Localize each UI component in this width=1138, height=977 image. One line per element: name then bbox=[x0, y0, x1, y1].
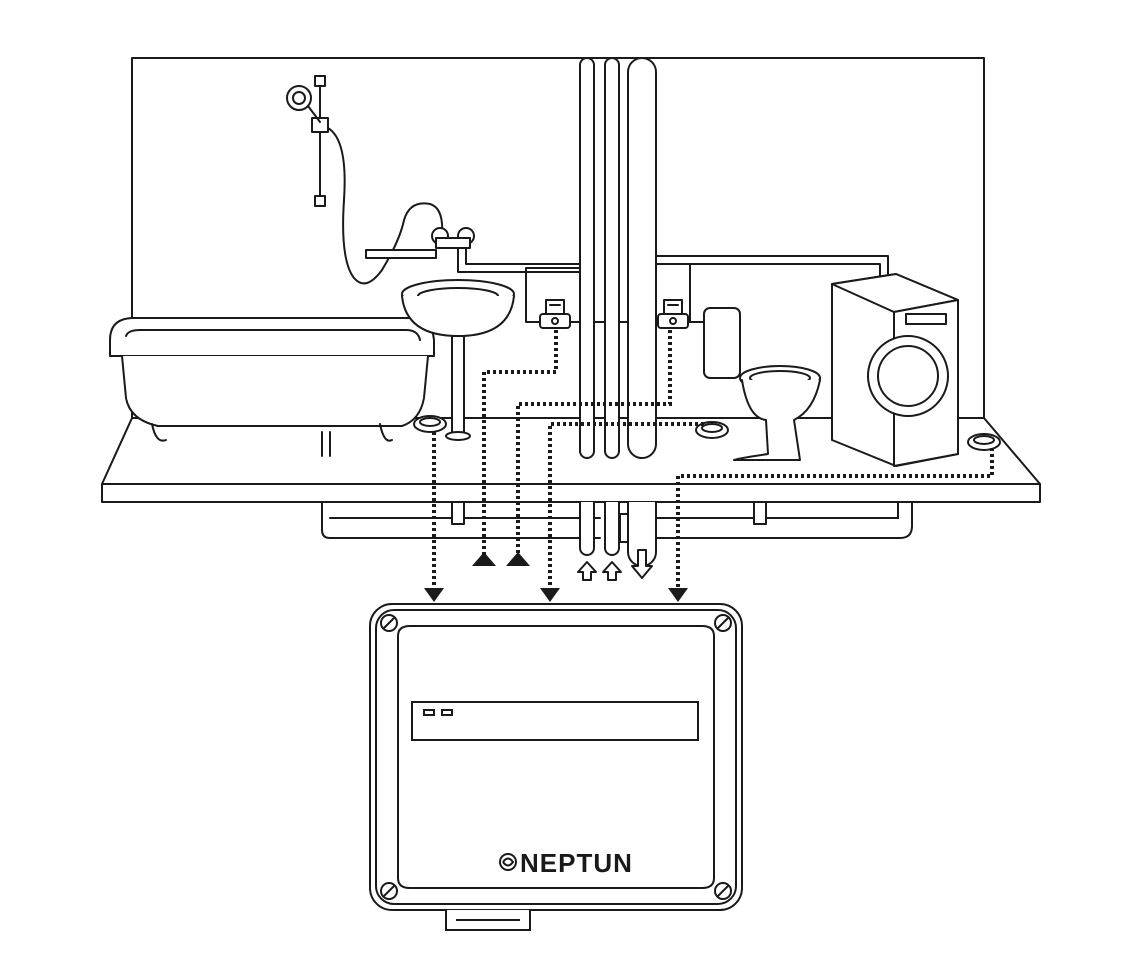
water-risers bbox=[579, 57, 657, 567]
arrow-from-controller-1-arrow-up-icon bbox=[472, 552, 496, 566]
controller-brand-label: NEPTUN bbox=[520, 848, 633, 878]
cold-water-inlet-arrow-up-icon bbox=[577, 561, 597, 581]
valve-hot-water-motorized-valve-icon bbox=[539, 299, 571, 329]
indicator-led-2 bbox=[441, 709, 453, 716]
sensor-washing-machine-water-leak-sensor-icon bbox=[967, 433, 1001, 451]
sensor-bathtub-water-leak-sensor-icon bbox=[413, 415, 447, 433]
toilet bbox=[703, 307, 821, 461]
neptun-controller bbox=[369, 603, 743, 931]
indicator-led-1 bbox=[423, 709, 435, 716]
shower-set bbox=[286, 75, 475, 285]
indicator-panel bbox=[411, 701, 699, 741]
arrow-from-controller-2-arrow-up-icon bbox=[506, 552, 530, 566]
wire-valve-hot bbox=[482, 330, 558, 558]
wire-sensor-washing-machine bbox=[676, 448, 994, 590]
arrow-to-controller-3-arrow-down-icon bbox=[668, 588, 688, 602]
wire-valve-cold bbox=[516, 330, 672, 558]
washing-machine bbox=[831, 273, 959, 467]
sewer-outlet-arrow-down-icon bbox=[631, 549, 653, 579]
arrow-to-controller-2-arrow-down-icon bbox=[540, 588, 560, 602]
signal-wires bbox=[432, 330, 994, 590]
washbasin bbox=[401, 279, 515, 441]
arrow-to-controller-1-arrow-down-icon bbox=[424, 588, 444, 602]
valve-cold-water-motorized-valve-icon bbox=[657, 299, 689, 329]
neptun-swirl-icon bbox=[499, 853, 517, 871]
hot-water-inlet-arrow-up-icon bbox=[602, 561, 622, 581]
floor-edge bbox=[101, 483, 1041, 503]
sensor-toilet-water-leak-sensor-icon bbox=[695, 421, 729, 439]
bathtub bbox=[109, 317, 435, 457]
wire-sensor-toilet bbox=[548, 422, 704, 590]
